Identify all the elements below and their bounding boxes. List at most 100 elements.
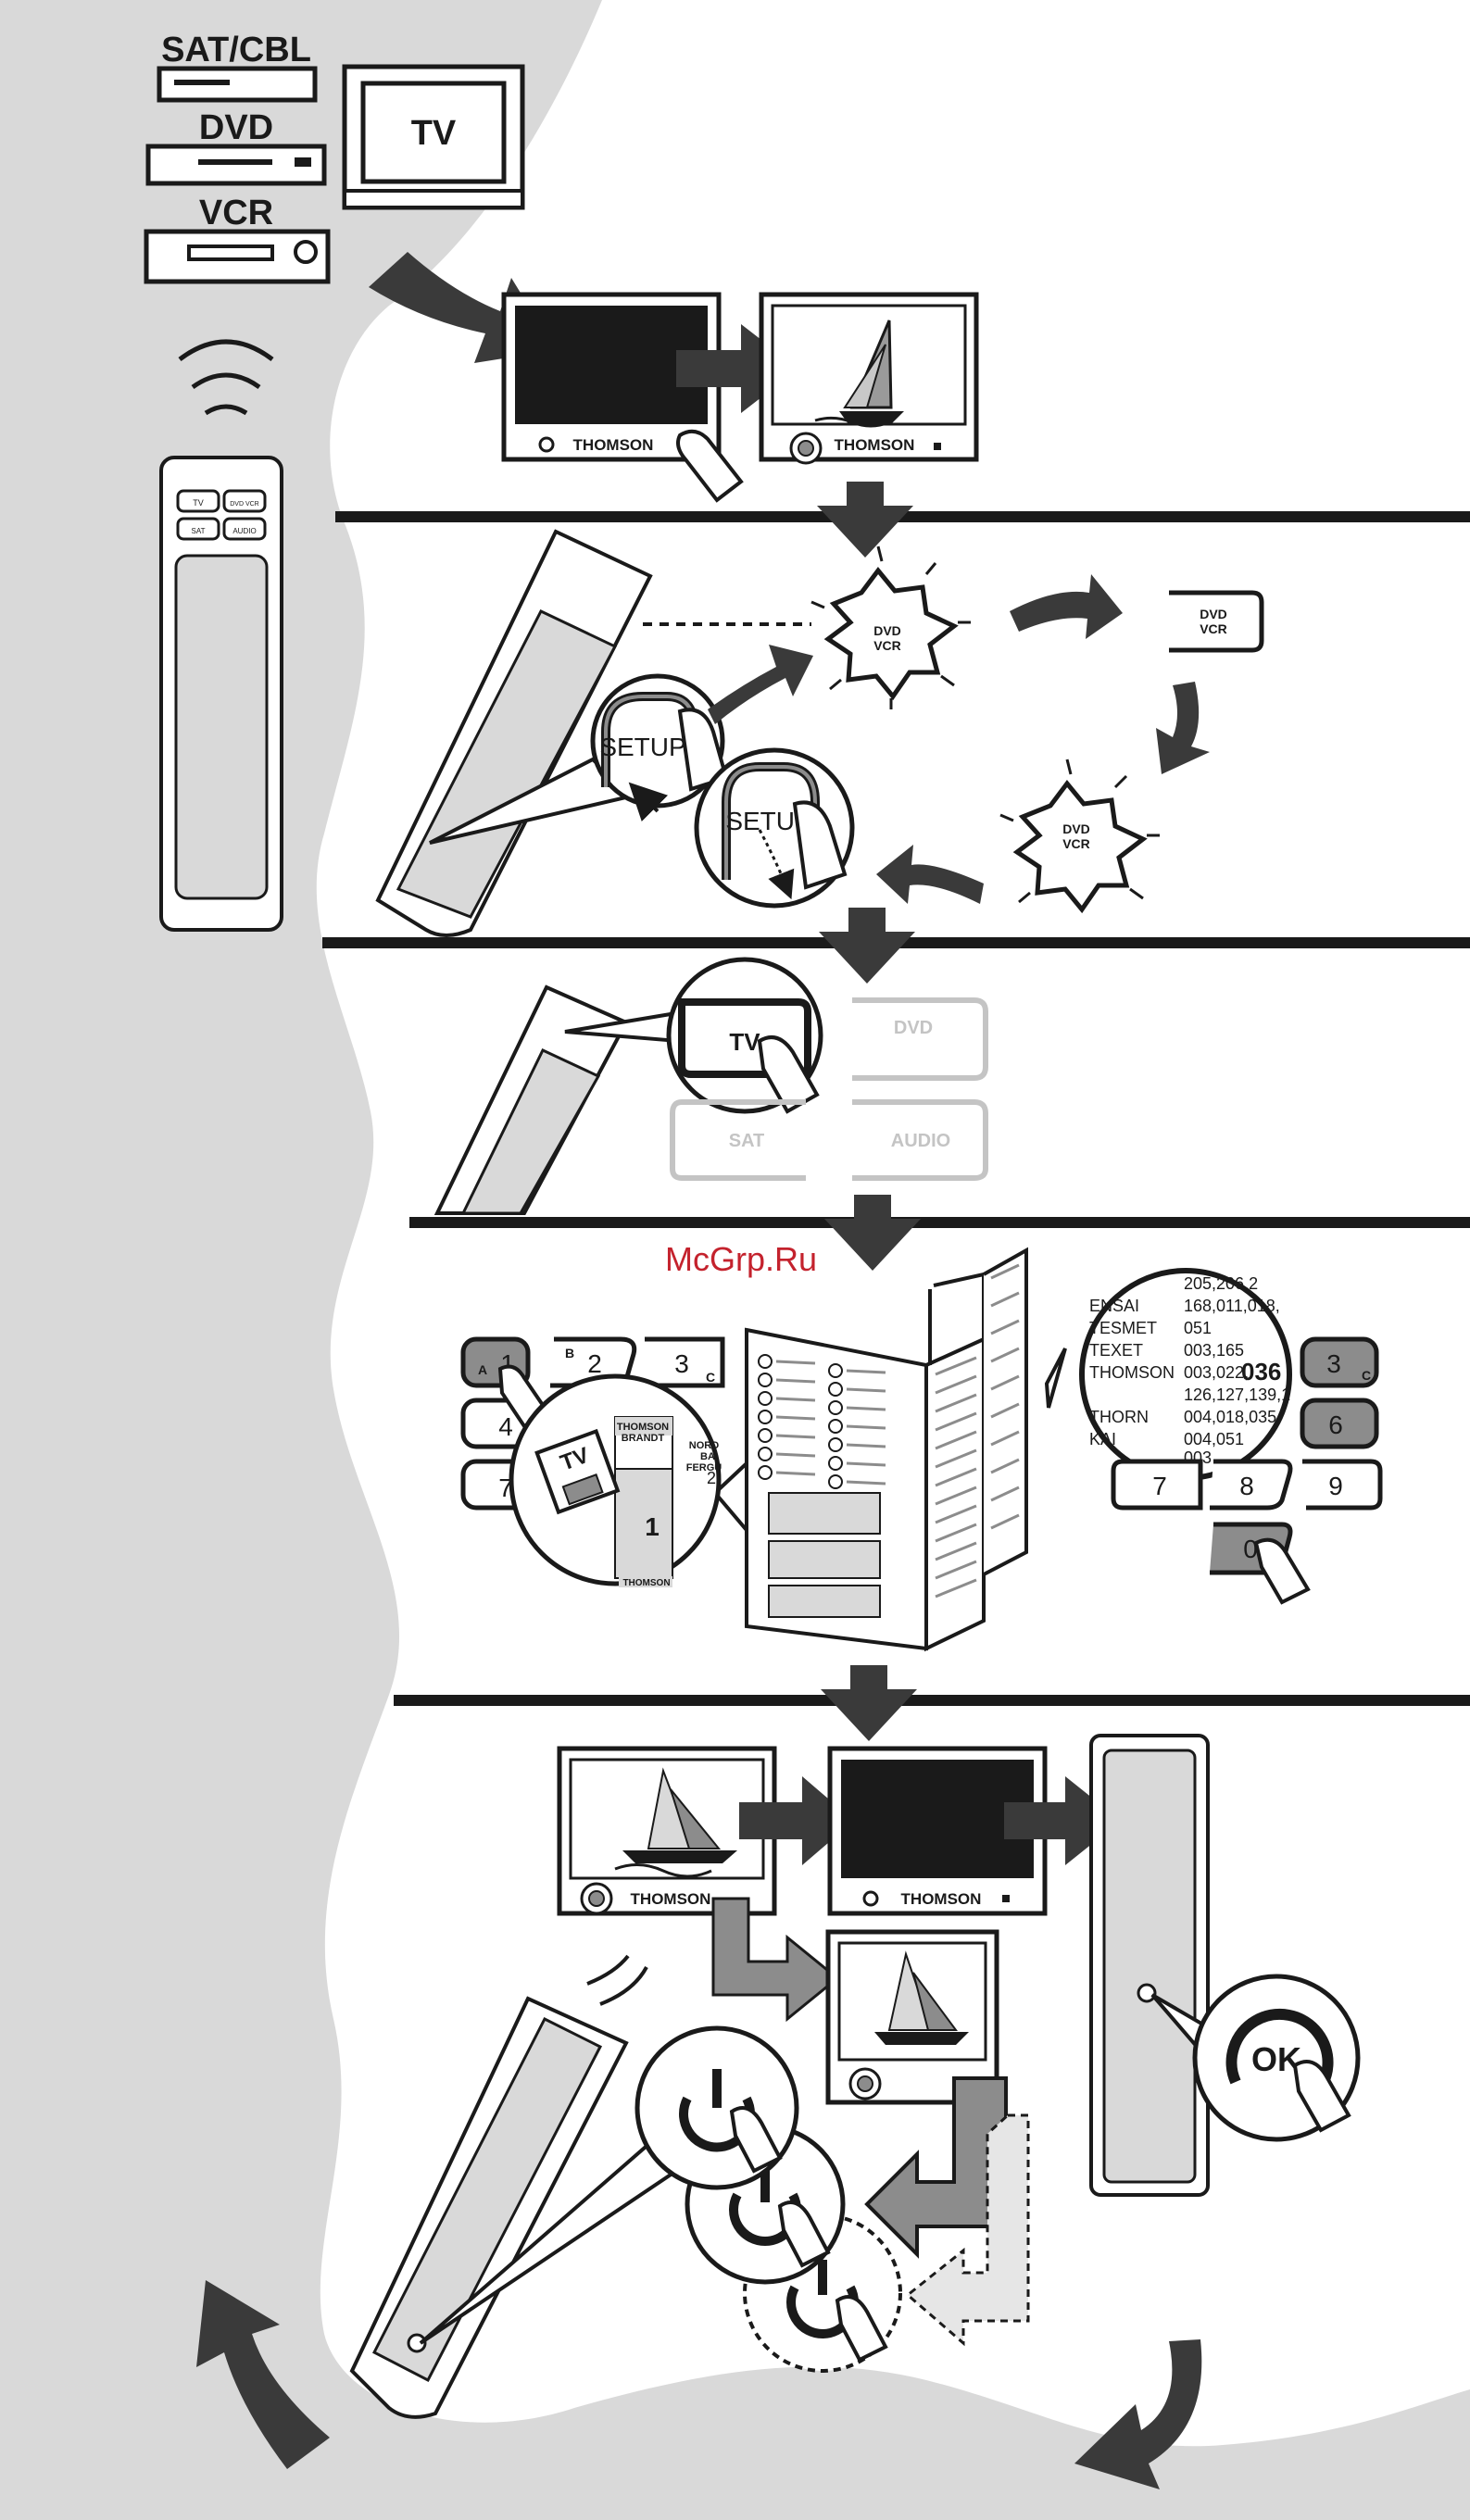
- key-r0-label: 0: [1243, 1535, 1258, 1563]
- callout-pointer-list: [1044, 1348, 1067, 1409]
- setup-button-zoom-2: SETUP: [694, 747, 855, 909]
- card-brand-thomson: THOMSON: [617, 1422, 669, 1433]
- code-list-zoom: 205,206,2 ENSAI 168,011,018, TESMET 051 …: [1079, 1268, 1292, 1481]
- tv-brand-label-on: THOMSON: [835, 436, 915, 454]
- code-row-3-brand: TEXET: [1089, 1341, 1143, 1360]
- code-row-6-codes: 004,018,035,: [1184, 1408, 1281, 1426]
- vcr-label: VCR: [199, 194, 273, 232]
- arrow-corner-right: [1074, 2339, 1202, 2489]
- key-r7-label: 7: [1152, 1472, 1167, 1500]
- sat-label: SAT/CBL: [161, 31, 311, 69]
- key-r9-label: 9: [1328, 1472, 1343, 1500]
- tv-brand-label: THOMSON: [573, 436, 654, 454]
- key-r8-label: 8: [1239, 1472, 1254, 1500]
- code-row-4-brand: THOMSON: [1089, 1363, 1175, 1382]
- key-r6-label: 6: [1328, 1410, 1343, 1439]
- code-row-4-codes: 003,022,: [1184, 1363, 1249, 1382]
- remote-main-dvd-label: DVD VCR: [230, 501, 259, 508]
- remote-control-main: TV DVD VCR SAT AUDIO: [159, 456, 283, 932]
- code-row-6-brand: THORN: [1089, 1408, 1149, 1426]
- code-row-3-codes: 003,165: [1184, 1341, 1244, 1360]
- device-tv: TV: [342, 64, 525, 210]
- ghost-dvd-label: DVD: [894, 1018, 933, 1038]
- remote-tilted-select: [433, 984, 629, 1215]
- card-index-label: 1: [645, 1512, 660, 1541]
- remote-main-tv-label: TV: [193, 498, 204, 508]
- key-4-label: 4: [498, 1412, 513, 1441]
- brand-card-zoom: THOMSON BRANDT 1 2 NORD BA FERGU THOMSON…: [509, 1373, 722, 1588]
- key-c-label: C: [706, 1370, 715, 1385]
- remote-vertical-ok: [1089, 1734, 1210, 2197]
- remote-main-audio-label: AUDIO: [232, 527, 256, 535]
- tv-screen-on: THOMSON: [759, 292, 979, 462]
- device-sat: SAT/CBL: [157, 31, 318, 103]
- device-vcr: VCR: [144, 194, 331, 284]
- ghost-sat-label: SAT: [729, 1131, 765, 1151]
- code-row-7-codes: 004,051: [1184, 1430, 1244, 1448]
- arrow-step-5-right-1: [739, 1776, 854, 1865]
- arrow-curve-left: [876, 845, 984, 904]
- keypad-right: 3 C 6 7 8 9 0: [1111, 1336, 1383, 1605]
- arrow-corner-left: [196, 2280, 330, 2469]
- flash-dvd-vcr-1: DVD VCR: [810, 545, 971, 709]
- tv-button-zoom: TV: [666, 957, 823, 1114]
- divider-3: [409, 1217, 1470, 1228]
- setup-button-zoom-1: SETUP: [590, 673, 729, 822]
- ghost-buttons: DVD SAT AUDIO: [670, 997, 988, 1181]
- arrow-down-3: [824, 1195, 921, 1271]
- card-brand-nord: NORD: [689, 1440, 719, 1451]
- power-button-zoom-1: [634, 2025, 799, 2190]
- key-r3-label: 3: [1326, 1349, 1341, 1378]
- tv-test-brand: THOMSON: [631, 1890, 711, 1908]
- code-highlight: 036: [1241, 1358, 1281, 1385]
- signal-waves-icon-2: [586, 1954, 648, 2006]
- key-2-label: 2: [587, 1349, 602, 1378]
- divider-4: [394, 1695, 1470, 1706]
- flash-dvd-vcr-2: DVD VCR: [999, 759, 1160, 914]
- flash-vcr-label-1: VCR: [873, 638, 901, 653]
- ok-button-label: OK: [1251, 2040, 1301, 2078]
- flash-dvd-label-1: DVD: [873, 623, 901, 638]
- arrow-step-5-down-light: [711, 1897, 840, 2023]
- card-brand-thomson-2: THOMSON: [622, 1578, 670, 1588]
- dvd-vcr-button: DVD VCR: [1169, 590, 1264, 653]
- code-row-0-codes: 205,206,2: [1184, 1274, 1258, 1293]
- watermark-text: McGrp.Ru: [665, 1240, 817, 1278]
- key-a-label: A: [478, 1362, 487, 1377]
- card-brand-brandt: BRANDT: [622, 1433, 665, 1444]
- arrow-down-2: [819, 908, 915, 984]
- code-row-2-brand: TESMET: [1089, 1319, 1157, 1337]
- card-brand-fergu: FERGU: [686, 1462, 722, 1473]
- arrow-to-flash-1: [708, 645, 813, 724]
- key-rc-label: C: [1362, 1368, 1371, 1383]
- finger-press-icon: [676, 429, 744, 503]
- arrow-down-1: [817, 482, 913, 558]
- code-booklet: [745, 1247, 1028, 1652]
- arrow-step-5-loop-dashed: [905, 2113, 1030, 2347]
- ok-button-zoom: OK: [1192, 1974, 1361, 2142]
- device-dvd: DVD: [145, 108, 327, 186]
- tv-label: TV: [411, 114, 457, 153]
- code-row-1-codes: 168,011,018,: [1184, 1297, 1280, 1315]
- tv-button-label: TV: [729, 1028, 760, 1056]
- tv-test-picture-2: [825, 1929, 999, 2105]
- flash-vcr-label-2: VCR: [1062, 836, 1090, 851]
- signal-waves-icon: [178, 339, 274, 416]
- tv-test-off-brand: THOMSON: [901, 1890, 982, 1908]
- btn-dvd-label: DVD: [1200, 607, 1227, 621]
- ghost-audio-label: AUDIO: [891, 1131, 950, 1151]
- setup-label-1: SETUP: [599, 733, 685, 761]
- code-row-5-codes: 126,127,139,1: [1184, 1385, 1290, 1404]
- code-row-2-codes: 051: [1184, 1319, 1212, 1337]
- tv-test-picture: THOMSON: [557, 1746, 777, 1916]
- power-led-icon: [789, 432, 823, 465]
- arrow-curve-down: [1156, 682, 1210, 774]
- code-row-1-brand: ENSAI: [1089, 1297, 1139, 1315]
- card-index-2-label: 2: [707, 1469, 716, 1487]
- key-b-label: B: [565, 1346, 574, 1360]
- dvd-label: DVD: [199, 108, 273, 147]
- btn-vcr-label: VCR: [1200, 621, 1227, 636]
- remote-tilted-power: [349, 1996, 629, 2419]
- remote-main-sat-label: SAT: [192, 527, 206, 535]
